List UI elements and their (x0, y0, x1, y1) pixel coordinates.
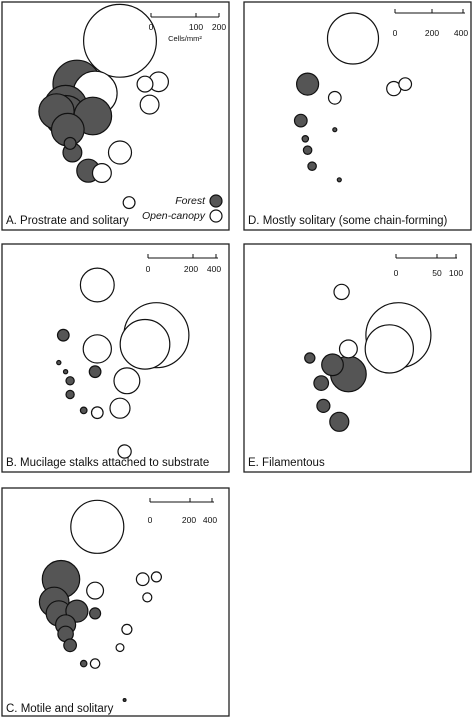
open-canopy-site-bubble (82, 3, 158, 78)
panel-e: 0 50 100 E. Filamentous (243, 243, 472, 473)
panel-c-title: C. Motile and solitary (6, 703, 114, 715)
panel-c-bubbles (38, 499, 162, 702)
open-canopy-site-bubble (79, 267, 115, 303)
panel-c-frame (1, 487, 230, 717)
scale-tick-label: 200 (184, 264, 198, 274)
forest-site-bubble (65, 389, 75, 400)
forest-site-bubble (301, 135, 310, 143)
scale-unit-label: Cells/mm² (168, 34, 202, 43)
forest-site-bubble (316, 398, 331, 413)
scale-tick-label: 0 (149, 22, 154, 32)
panel-a-scale-bar: 0 100 200 Cells/mm² (149, 13, 226, 43)
panel-c: 0 200 400 C. Motile and solitary (1, 487, 230, 717)
panel-a: 0 100 200 Cells/mm² Forest Open-canopy A… (1, 1, 230, 231)
open-canopy-site-bubble (327, 90, 342, 105)
scale-tick-label: 400 (203, 515, 217, 525)
panel-c-scale-bar: 0 200 400 (148, 498, 217, 525)
scale-tick-label: 0 (394, 268, 399, 278)
forest-site-bubble (63, 638, 77, 653)
open-canopy-site-bubble (109, 397, 131, 419)
forest-site-bubble (336, 177, 342, 183)
panel-d-bubbles (293, 12, 413, 183)
forest-site-bubble (296, 72, 320, 96)
open-canopy-site-bubble (326, 12, 380, 65)
scale-tick-label: 0 (146, 264, 151, 274)
open-canopy-site-bubble (90, 406, 104, 420)
panel-b-bubbles (56, 267, 190, 459)
open-canopy-site-bubble (115, 643, 125, 653)
scale-tick-label: 100 (189, 22, 203, 32)
open-canopy-site-bubble (121, 623, 133, 636)
forest-site-bubble (56, 359, 62, 366)
forest-site-bubble (122, 697, 127, 702)
panel-d: 0 200 400 D. Mostly solitary (some chain… (243, 1, 472, 231)
scale-tick-label: 400 (454, 28, 468, 38)
forest-site-bubble (56, 328, 70, 342)
panel-b-frame (1, 243, 230, 473)
open-canopy-site-bubble (142, 592, 153, 603)
scale-tick-label: 400 (207, 264, 221, 274)
forest-site-bubble (313, 375, 330, 392)
forest-site-bubble (307, 161, 317, 171)
panel-d-title: D. Mostly solitary (some chain-forming) (248, 215, 448, 227)
scale-tick-label: 200 (212, 22, 226, 32)
panel-b-title: B. Mucilage stalks attached to substrate (6, 457, 209, 469)
open-canopy-site-bubble (150, 571, 162, 583)
open-canopy-site-bubble (107, 140, 133, 165)
open-canopy-site-bubble (139, 94, 160, 115)
forest-site-bubble (79, 659, 88, 668)
scale-tick-label: 0 (393, 28, 398, 38)
panel-d-frame (243, 1, 472, 231)
panel-d-scale-bar: 0 200 400 (393, 9, 468, 38)
open-canopy-site-bubble (135, 572, 150, 587)
open-canopy-site-bubble (70, 499, 125, 554)
open-canopy-site-bubble (136, 75, 154, 93)
open-canopy-site-bubble (82, 334, 113, 364)
forest-site-bubble (321, 353, 344, 377)
open-canopy-site-bubble (119, 318, 171, 370)
open-canopy-site-bubble (364, 324, 414, 374)
forest-site-bubble (88, 365, 102, 379)
open-canopy-site-bubble (91, 163, 112, 184)
panel-e-scale-bar: 0 50 100 (394, 254, 463, 278)
forest-site-bubble (62, 369, 69, 375)
legend-swatch-open-canopy (209, 209, 223, 223)
legend-label-forest: Forest (175, 195, 206, 207)
forest-site-bubble (79, 406, 88, 415)
legend-label-open-canopy: Open-canopy (142, 210, 206, 222)
forest-site-bubble (293, 113, 308, 128)
panel-a-title: A. Prostrate and solitary (6, 215, 129, 227)
legend: Forest Open-canopy (142, 194, 223, 223)
open-canopy-site-bubble (122, 196, 136, 210)
scale-tick-label: 200 (425, 28, 439, 38)
open-canopy-site-bubble (113, 367, 141, 395)
open-canopy-site-bubble (398, 77, 413, 91)
forest-site-bubble (329, 411, 350, 432)
open-canopy-site-bubble (333, 283, 350, 301)
forest-site-bubble (302, 145, 313, 155)
forest-site-bubble (63, 136, 77, 150)
scale-tick-label: 0 (148, 515, 153, 525)
legend-swatch-forest (209, 194, 223, 208)
panel-e-title: E. Filamentous (248, 457, 325, 469)
panel-a-bubbles (38, 3, 170, 210)
scale-tick-label: 100 (449, 268, 463, 278)
panel-b: 0 200 400 B. Mucilage stalks attached to… (1, 243, 230, 473)
open-canopy-site-bubble (117, 444, 132, 459)
panel-a-frame (1, 1, 230, 231)
forest-site-bubble (88, 607, 102, 620)
forest-site-bubble (304, 352, 316, 364)
scale-tick-label: 200 (182, 515, 196, 525)
open-canopy-site-bubble (86, 581, 105, 600)
open-canopy-site-bubble (89, 658, 101, 669)
forest-site-bubble (65, 376, 75, 386)
panel-e-bubbles (304, 283, 432, 432)
panel-b-scale-bar: 0 200 400 (146, 254, 221, 274)
open-canopy-site-bubble (338, 339, 358, 359)
scale-tick-label: 50 (432, 268, 442, 278)
panel-e-frame (243, 243, 472, 473)
forest-site-bubble (332, 127, 338, 133)
